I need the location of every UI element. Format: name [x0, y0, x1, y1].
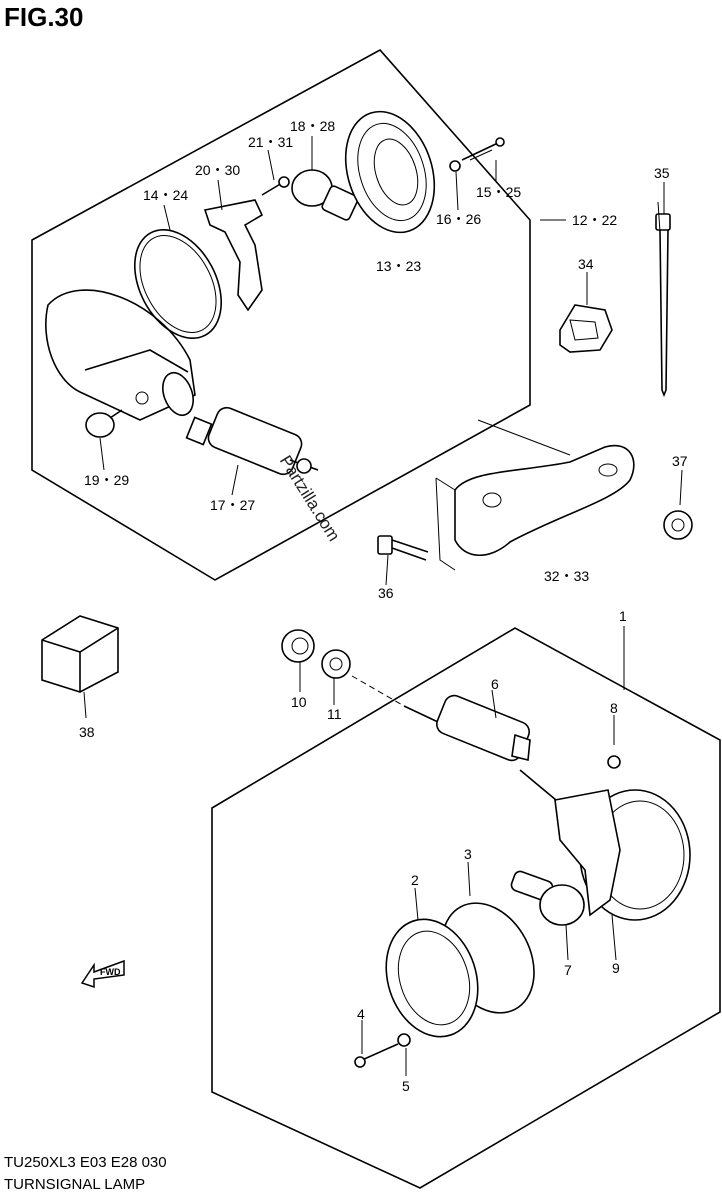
nut-37 — [663, 510, 693, 540]
lamp-housing — [519, 769, 691, 961]
callout-21-31: 21・31 — [248, 134, 294, 150]
fwd-label: FWD — [100, 967, 121, 977]
callout-20-30: 20・30 — [195, 162, 241, 178]
fwd-arrow-icon: FWD — [80, 959, 125, 989]
callout-10: 10 — [291, 694, 307, 710]
callout-18-28: 18・28 — [290, 118, 336, 134]
callout-12-22: 12・22 — [572, 212, 618, 228]
figure-title: FIG.30 — [4, 2, 84, 32]
callout-11: 11 — [327, 706, 342, 722]
callout-1: 1 — [619, 608, 627, 624]
callout-5: 5 — [402, 1078, 410, 1094]
callout-13-23: 13・23 — [376, 258, 422, 274]
washer-11 — [321, 649, 351, 705]
callout-15-25: 15・25 — [476, 184, 522, 200]
mounting-bracket — [435, 419, 635, 571]
gasket-ring — [133, 228, 223, 340]
lower-assembly-frame — [211, 627, 721, 1189]
callout-4: 4 — [357, 1006, 365, 1022]
callout-38: 38 — [79, 724, 95, 740]
bolt-19 — [85, 409, 123, 438]
washer-5 — [397, 1033, 411, 1076]
callout-36: 36 — [378, 585, 394, 601]
callout-35: 35 — [654, 165, 670, 181]
relay — [41, 615, 119, 719]
callout-17-27: 17・27 — [210, 497, 256, 513]
bulb-18 — [291, 169, 359, 221]
upper-assembly-frame — [31, 48, 531, 581]
reflector-bracket — [203, 199, 264, 312]
socket-6 — [403, 689, 531, 762]
callout-9: 9 — [612, 960, 620, 976]
callout-19-29: 19・29 — [84, 472, 130, 488]
callout-2: 2 — [411, 872, 419, 888]
cable-tie — [655, 201, 671, 398]
clamp — [559, 304, 613, 353]
callout-16-26: 16・26 — [436, 211, 482, 227]
screw-15 — [461, 137, 505, 161]
lens-13 — [344, 110, 436, 234]
callout-3: 3 — [464, 846, 472, 862]
callout-32-33: 32・33 — [544, 568, 590, 584]
washer-16 — [449, 160, 461, 172]
socket-17 — [185, 406, 319, 476]
screw-8 — [607, 715, 621, 769]
turnsignal-shell — [45, 289, 196, 421]
screw-4 — [354, 1020, 399, 1068]
grommet-10 — [281, 629, 315, 692]
bolt-36 — [377, 535, 429, 561]
lens-2 — [385, 887, 479, 1038]
screw-21 — [261, 176, 290, 196]
callout-7: 7 — [564, 962, 572, 978]
callout-14-24: 14・24 — [143, 187, 189, 203]
callout-6: 6 — [491, 676, 499, 692]
callout-34: 34 — [578, 256, 594, 272]
page-caption: TURNSIGNAL LAMP — [4, 1176, 146, 1193]
callout-37: 37 — [672, 453, 688, 469]
model-code: TU250XL3 E03 E28 030 — [4, 1154, 167, 1171]
bulb-7 — [510, 870, 585, 961]
callout-8: 8 — [610, 700, 618, 716]
